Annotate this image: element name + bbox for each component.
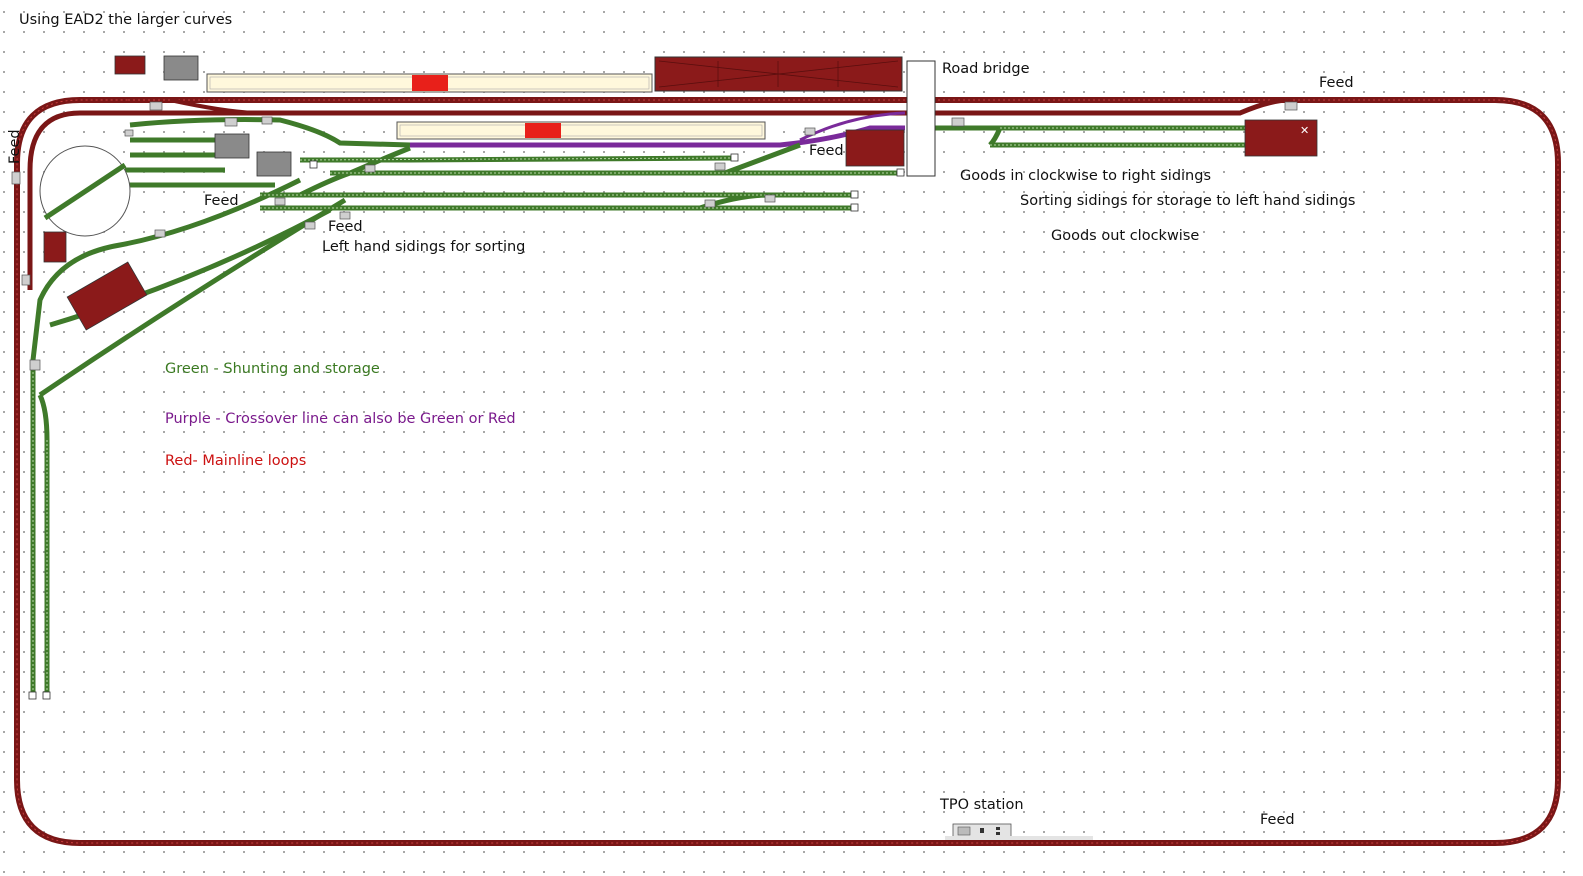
building-grey-2 [214, 133, 250, 159]
goods-shed-middle [845, 129, 905, 167]
goods-in-label: Goods in clockwise to right sidings [960, 168, 1211, 184]
goods-shed-left [66, 261, 148, 331]
goods-out-label: Goods out clockwise [1051, 228, 1200, 244]
crossover-line [410, 125, 905, 148]
platform-middle [396, 121, 766, 140]
tpo-marker [996, 827, 1000, 830]
feed-label-top-right: Feed [1319, 75, 1354, 91]
engine-shed-right [1244, 119, 1318, 157]
feed-label-bottom: Feed [1260, 812, 1295, 828]
tpo-marker [996, 832, 1000, 835]
tpo-marker [980, 828, 984, 833]
goods-shed-top-lines [658, 60, 899, 88]
platform-middle-inner [399, 124, 763, 137]
mainline-outer-loop-rail [16, 99, 1559, 844]
building-grey-3 [256, 151, 292, 177]
page-title: Using EAD2 the larger curves [19, 12, 233, 28]
tpo-station-label: TPO station [940, 797, 1024, 813]
shunting-ties [32, 127, 1250, 695]
left-hand-sidings-label: Left hand sidings for sorting [322, 239, 526, 255]
buffer-stops [28, 153, 905, 700]
building-small-red [114, 55, 146, 75]
turntable-bridge [43, 162, 127, 221]
building-small-grey [163, 55, 199, 81]
road-bridge-label: Road bridge [942, 61, 1030, 77]
tpo-apparatus [957, 826, 971, 836]
mainline-inner-crossover [169, 98, 261, 115]
feed-label-middle: Feed [809, 143, 844, 159]
tpo-station-pad [945, 836, 1093, 840]
signal-box-left [43, 231, 67, 263]
feed-label-left: Feed [7, 129, 23, 164]
legend-purple: Purple - Crossover line can also be Gree… [165, 411, 516, 427]
feed-label-turntable: Feed [204, 193, 239, 209]
engine-shed-cross-icon: ✕ [1300, 124, 1309, 137]
platform-middle-train [525, 123, 561, 138]
mainline-inner-loop [80, 97, 1291, 116]
sorting-sidings-label: Sorting sidings for storage to left hand… [1020, 193, 1356, 209]
legend-red: Red- Mainline loops [165, 453, 307, 469]
mainline-outer-loop [14, 97, 1561, 846]
point-motors [11, 101, 1298, 371]
mainline-inner-left-curve [27, 110, 81, 290]
feed-label-sorting: Feed [328, 219, 363, 235]
legend-green: Green - Shunting and storage [165, 361, 380, 377]
road-bridge [906, 60, 936, 177]
platform-top-train [412, 75, 448, 91]
